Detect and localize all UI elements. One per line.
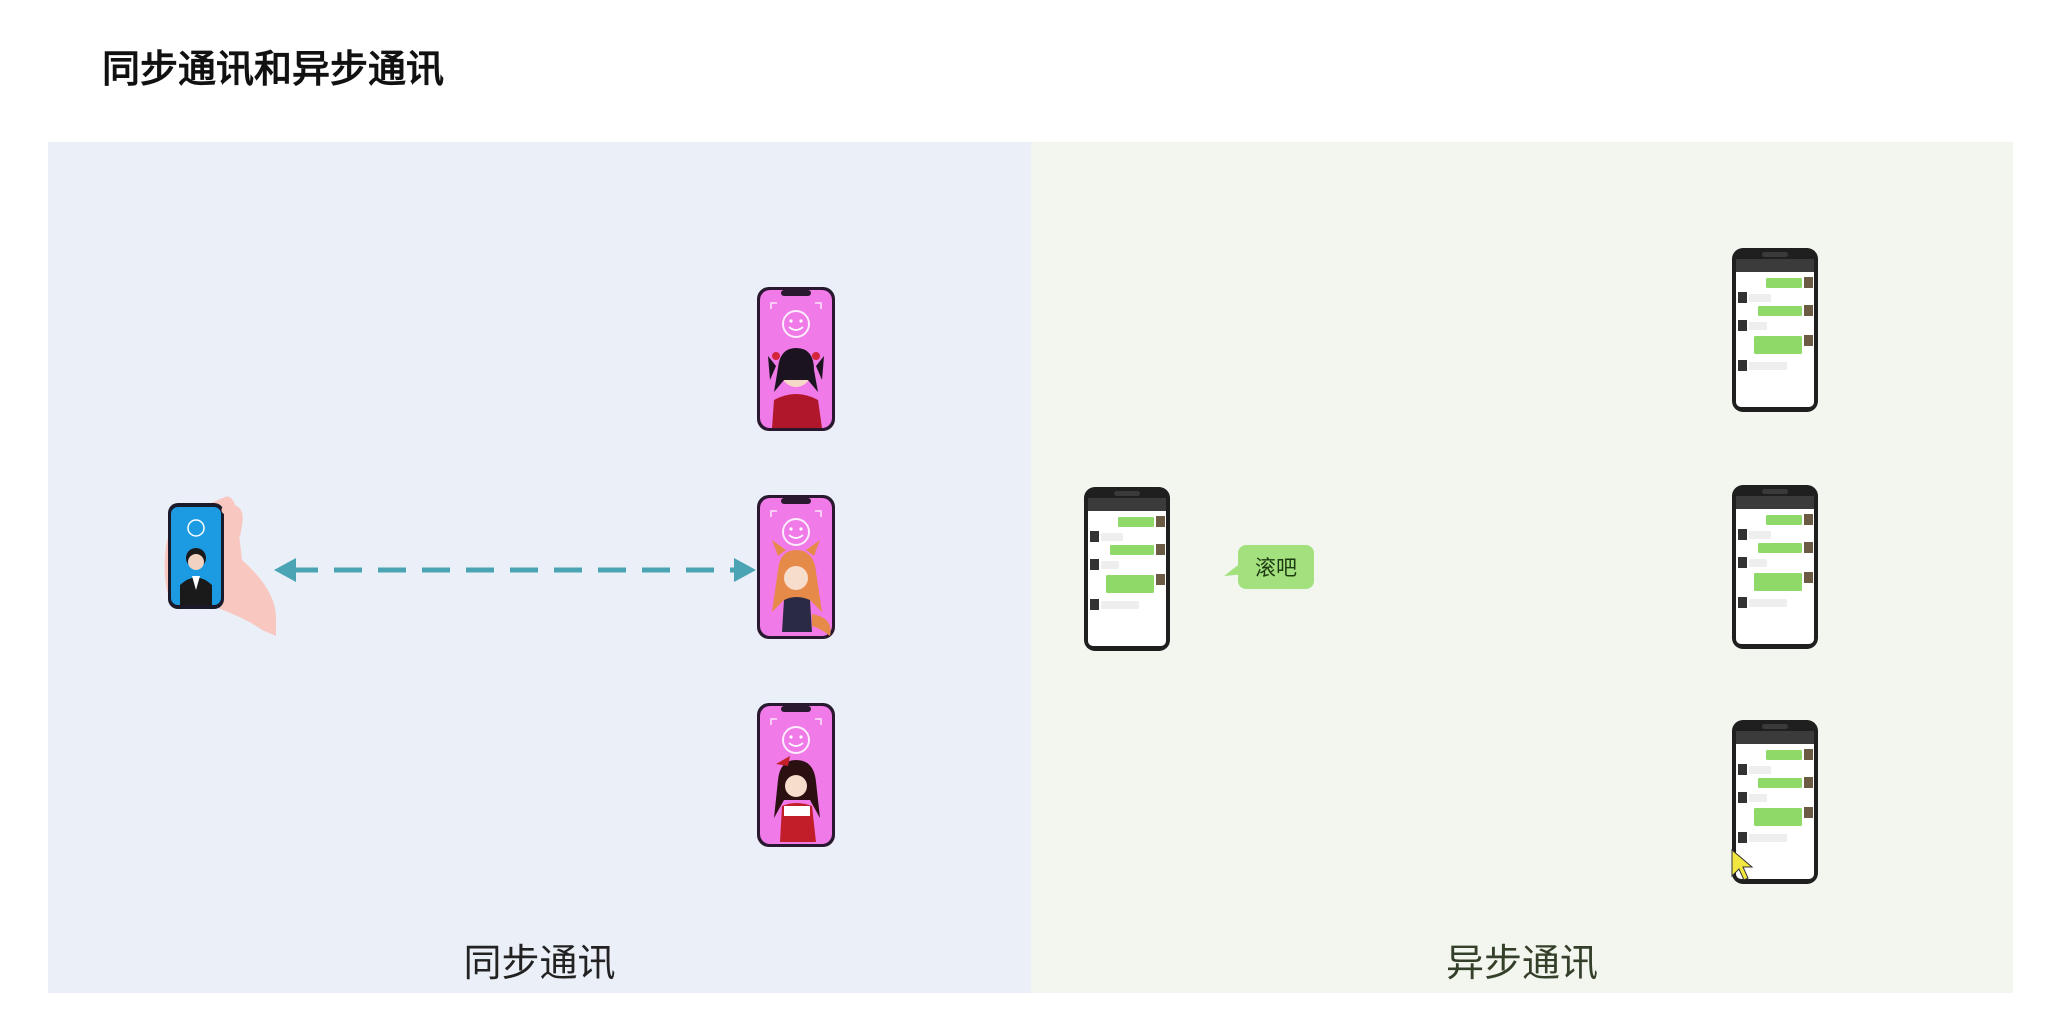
- speech-bubble: [1224, 545, 1314, 589]
- receiver-phone-middle: [756, 494, 836, 640]
- async-caption: 异步通讯: [1445, 941, 1598, 985]
- receiver-phone-bottom: [756, 702, 836, 848]
- page-title: 同步通讯和异步通讯: [102, 47, 445, 91]
- receiver-chat-phone-top: [1732, 248, 1818, 412]
- mouse-cursor-icon: [1731, 848, 1754, 881]
- receiver-chat-phone-middle: [1732, 485, 1818, 649]
- receiver-chat-phone-bottom: [1732, 720, 1818, 884]
- sender-chat-phone: [1084, 487, 1170, 651]
- bubble-text: 滚吧: [1255, 556, 1297, 580]
- async-panel: 异步通讯: [1031, 142, 2013, 993]
- sync-caption: 同步通讯: [463, 941, 616, 985]
- receiver-phone-top: [756, 286, 836, 432]
- caller-hand-phone-icon: [164, 496, 276, 636]
- two-way-dashed-arrow: [274, 558, 756, 582]
